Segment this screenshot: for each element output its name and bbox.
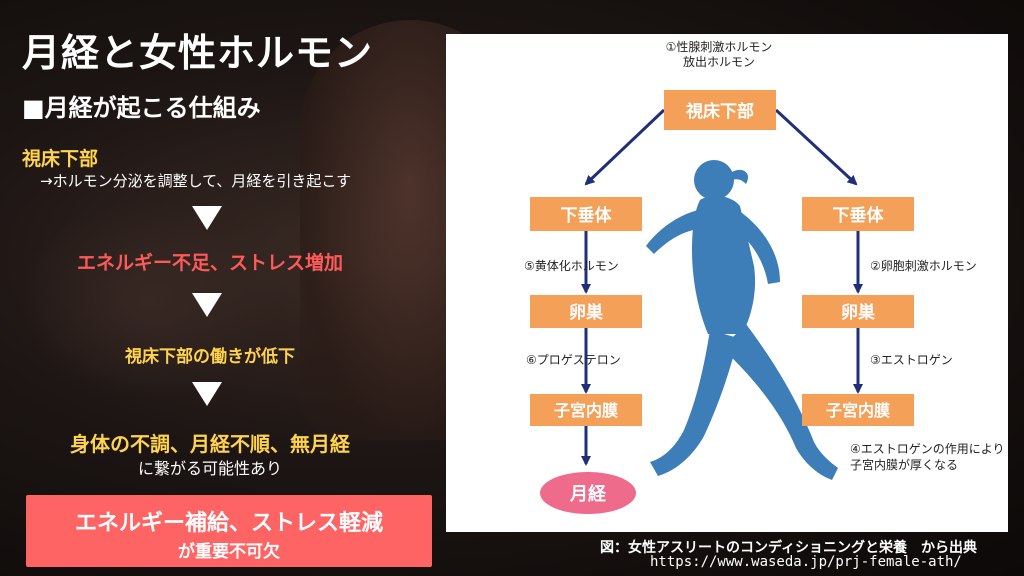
right-ovary-label: 卵巣 bbox=[841, 302, 876, 323]
down-triangle-icon bbox=[192, 293, 222, 317]
step3-text: 視床下部の働きが低下 bbox=[125, 347, 295, 367]
down-triangle-icon bbox=[192, 206, 222, 230]
top-label-line1: ①性腺刺激ホルモン bbox=[666, 40, 773, 54]
left-hormone-label: ⑤黄体化ホルモン bbox=[524, 259, 619, 273]
flow-arrows bbox=[581, 108, 863, 466]
conclusion-box: エネルギー補給、ストレス軽減 が重要不可欠 bbox=[26, 495, 432, 567]
section-subtitle: ■月経が起こる仕組み bbox=[22, 94, 261, 122]
right-pituitary-label: 下垂体 bbox=[833, 205, 885, 226]
hypothalamus-label: 視床下部 bbox=[685, 101, 754, 122]
estrogen-note-line1: ④エストロゲンの作用により bbox=[850, 442, 1005, 456]
background-blur bbox=[20, 200, 280, 400]
step2-text: エネルギー不足、ストレス増加 bbox=[76, 252, 343, 274]
right-pituitary-box bbox=[802, 197, 914, 231]
hormone-diagram: ①性腺刺激ホルモン 放出ホルモン 視床下部 下垂体 下垂体 ⑤黄体化ホルモン ②… bbox=[524, 40, 1005, 514]
estrogen-note-line2: 子宮内膜が厚くなる bbox=[850, 457, 958, 472]
left-pituitary-label: 下垂体 bbox=[561, 205, 613, 226]
left-endometrium-label: 子宮内膜 bbox=[554, 401, 618, 420]
conclusion-line1: エネルギー補給、ストレス軽減 bbox=[74, 511, 383, 536]
hormone-diagram-panel: ①性腺刺激ホルモン 放出ホルモン 視床下部 下垂体 下垂体 ⑤黄体化ホルモン ②… bbox=[446, 34, 1008, 532]
source-url: https://www.waseda.jp/prj-female-ath/ bbox=[650, 554, 962, 570]
right-hormone-label: ②卵胞刺激ホルモン bbox=[870, 259, 977, 273]
estrogen-label: ③エストロゲン bbox=[870, 353, 953, 367]
figure-caption: 図：女性アスリートのコンディショニングと栄養 から出典 bbox=[600, 540, 978, 556]
left-ovary-label: 卵巣 bbox=[569, 302, 604, 323]
left-pituitary-box bbox=[530, 197, 642, 231]
right-endometrium-label: 子宮内膜 bbox=[826, 401, 890, 420]
step4-heading: 身体の不調、月経不順、無月経 bbox=[70, 432, 350, 456]
progesterone-label: ⑥プロゲステロン bbox=[526, 353, 621, 367]
right-endometrium-box bbox=[802, 394, 914, 426]
menstruation-ellipse bbox=[540, 472, 636, 514]
conclusion-line2: が重要不可欠 bbox=[178, 542, 280, 562]
step1-heading: 視床下部 bbox=[22, 148, 99, 170]
down-triangle-icon bbox=[192, 382, 222, 406]
left-endometrium-box bbox=[530, 394, 642, 426]
left-ovary-box bbox=[530, 295, 642, 328]
hypothalamus-box bbox=[664, 90, 776, 130]
slide-title: 月経と女性ホルモン bbox=[22, 31, 374, 75]
top-label-line2: 放出ホルモン bbox=[683, 54, 755, 69]
menstruation-label: 月経 bbox=[569, 483, 607, 505]
step4-detail: に繋がる可能性あり bbox=[137, 459, 282, 478]
right-ovary-box bbox=[802, 295, 914, 328]
runner-silhouette-icon bbox=[646, 160, 838, 480]
step1-detail: →ホルモン分泌を調整して、月経を引き起こす bbox=[40, 172, 352, 190]
